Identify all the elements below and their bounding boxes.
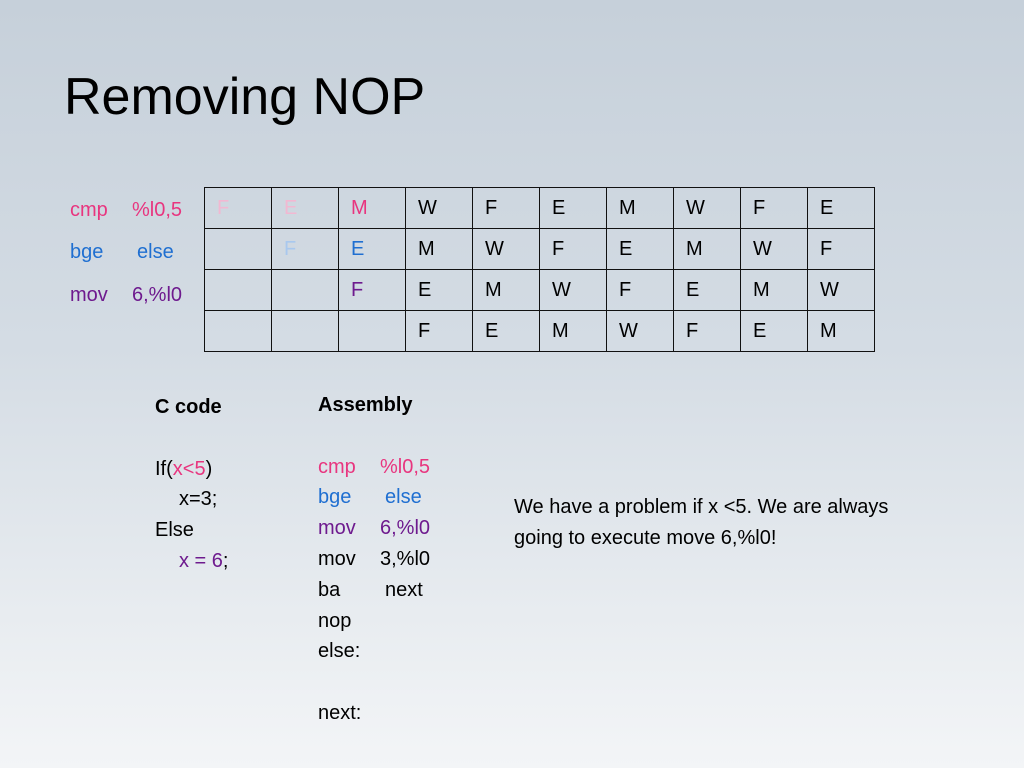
assembly-arg: 3,%l0 — [380, 547, 431, 570]
pipeline-cell: W — [472, 228, 540, 270]
pipeline-cell: E — [271, 187, 339, 229]
pipeline-cell: M — [539, 310, 607, 352]
c-code-then-line: x=3; — [179, 488, 218, 511]
label-op: cmp — [70, 199, 108, 221]
assembly-line: ba next — [318, 575, 423, 606]
pipeline-cell: M — [405, 228, 473, 270]
assembly-arg: 6,%l0 — [380, 517, 431, 540]
label-op: mov — [70, 284, 108, 306]
assembly-op: nop — [318, 609, 352, 632]
pipeline-cell: E — [472, 310, 540, 352]
else-semicolon: ; — [222, 549, 229, 572]
c-code-blank — [155, 423, 228, 454]
else-stmt: x = 6 — [179, 549, 223, 572]
pipeline-cell: F — [807, 228, 875, 270]
c-code-section: C code If(x<5) x=3; Else x = 6; — [155, 392, 228, 577]
pipeline-cell: W — [405, 187, 473, 229]
assembly-line: next: — [318, 698, 413, 729]
pipeline-cell: E — [807, 187, 875, 229]
pipeline-cell: F — [740, 187, 808, 229]
pipeline-cell — [271, 310, 339, 352]
assembly-line: cmp %l0,5 — [318, 452, 430, 483]
pipeline-cell: M — [807, 310, 875, 352]
pipeline-cell: F — [405, 310, 473, 352]
assembly-arg: else — [385, 486, 422, 509]
pipeline-cell: W — [673, 187, 741, 229]
pipeline-cell: M — [673, 228, 741, 270]
assembly-op: cmp — [318, 455, 356, 478]
pipeline-cell: E — [539, 187, 607, 229]
pipeline-cell: F — [472, 187, 540, 229]
pipeline-cell — [271, 269, 339, 311]
assembly-lines: cmp %l0,5 bge else mov 6,%l0 mov 3,%l0 ba next nop… — [318, 452, 430, 729]
slide-title: Removing NOP — [64, 68, 426, 126]
if-keyword: If( — [155, 457, 173, 480]
pipeline-cell: W — [807, 269, 875, 311]
pipeline-cell: W — [539, 269, 607, 311]
assembly-line: else: — [318, 636, 413, 667]
assembly-arg: next — [385, 578, 423, 601]
pipeline-cell: E — [673, 269, 741, 311]
assembly-heading: Assembly — [318, 394, 413, 416]
assembly-arg: %l0,5 — [380, 455, 431, 478]
c-code-heading: C code — [155, 396, 222, 418]
label-arg: %l0,5 — [132, 199, 183, 221]
pipeline-cell: E — [740, 310, 808, 352]
pipeline-cell — [204, 269, 272, 311]
pipeline-cell — [204, 228, 272, 270]
pipeline-cell: F — [271, 228, 339, 270]
pipeline-cell: W — [740, 228, 808, 270]
pipeline-cell: M — [740, 269, 808, 311]
assembly-op: else: — [318, 640, 361, 663]
pipeline-cell — [338, 310, 406, 352]
assembly-op: mov — [318, 547, 356, 570]
problem-note: We have a problem if x <5. We are always… — [514, 496, 889, 549]
pipeline-cell: M — [472, 269, 540, 311]
pipeline-cell: F — [606, 269, 674, 311]
c-code-else-stmt-line: x = 6; — [155, 546, 228, 577]
pipeline-cell: M — [606, 187, 674, 229]
assembly-op: ba — [318, 578, 341, 601]
c-code-if-line: If(x<5) — [155, 454, 228, 485]
pipeline-cell: F — [673, 310, 741, 352]
assembly-op: bge — [318, 486, 352, 509]
c-code-else-line: Else — [155, 519, 194, 542]
pipeline-cell: M — [338, 187, 406, 229]
pipeline-cell: E — [405, 269, 473, 311]
pipeline-cell: E — [606, 228, 674, 270]
assembly-line: bge else — [318, 482, 422, 513]
label-arg: else — [137, 241, 174, 263]
pipeline-cell: F — [204, 187, 272, 229]
assembly-line — [318, 667, 413, 698]
assembly-line: nop — [318, 606, 413, 637]
pipeline-cell: F — [539, 228, 607, 270]
assembly-op: mov — [318, 517, 356, 540]
if-condition: x<5 — [172, 457, 206, 480]
assembly-line: mov 3,%l0 — [318, 544, 430, 575]
pipeline-cell: W — [606, 310, 674, 352]
label-op: bge — [70, 241, 104, 263]
pipeline-cell: E — [338, 228, 406, 270]
label-arg: 6,%l0 — [132, 284, 183, 306]
assembly-line: mov 6,%l0 — [318, 513, 430, 544]
assembly-section: Assembly cmp %l0,5 bge else mov 6,%l0 mov 3,%l0… — [318, 390, 430, 729]
assembly-blank — [318, 421, 413, 452]
pipeline-cell: F — [338, 269, 406, 311]
if-close: ) — [205, 457, 213, 480]
assembly-op: next: — [318, 701, 362, 724]
pipeline-cell — [204, 310, 272, 352]
